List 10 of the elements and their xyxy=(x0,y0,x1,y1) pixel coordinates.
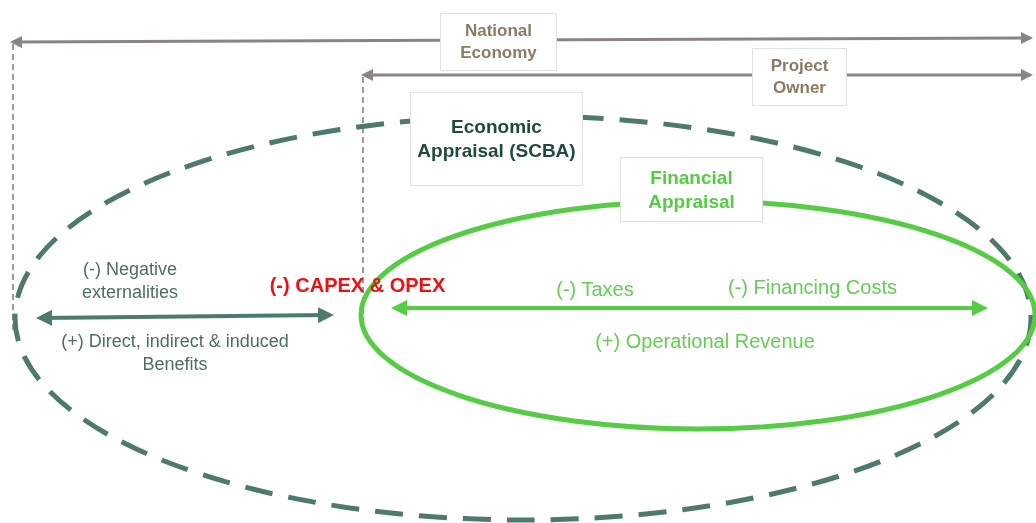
flow-label: (+) Operational Revenue xyxy=(594,329,816,354)
region-title: Economic Appraisal (SCBA) xyxy=(410,92,583,186)
range-label: Project Owner xyxy=(752,48,847,107)
region-title: Financial Appraisal xyxy=(620,157,763,222)
flow-label: (-) Negative externalities xyxy=(80,258,179,305)
flow-label: (+) Direct, indirect & induced Benefits xyxy=(60,330,290,377)
flow-label: (-) Taxes xyxy=(555,277,635,302)
range-label: National Economy xyxy=(440,13,557,72)
flow-label: (-) Financing Costs xyxy=(727,275,898,300)
ellipse-region xyxy=(10,92,1034,522)
